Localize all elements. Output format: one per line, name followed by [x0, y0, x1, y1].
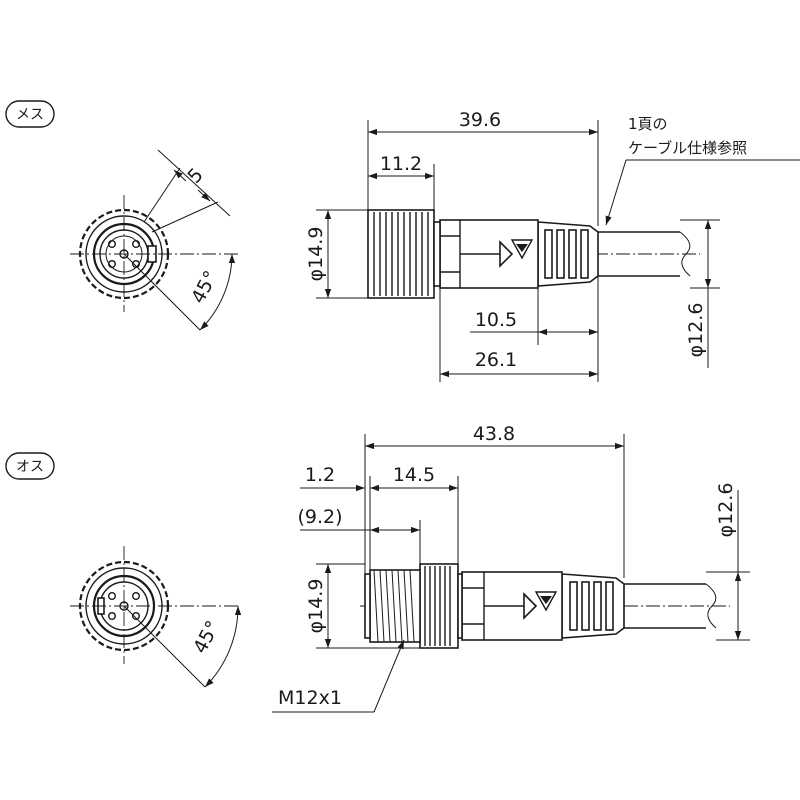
male-angle-dim: 45° [189, 617, 224, 657]
female-dimensions: 39.6 11.2 φ14.9 φ12.6 10.5 26. [305, 109, 800, 382]
male-thread-length-dim: (9.2) [297, 506, 342, 528]
female-flat-dim: 5 [183, 164, 207, 188]
male-tag: オス [5, 452, 55, 480]
female-front-view: 5 45° [70, 149, 240, 331]
male-thread-spec: M12x1 [278, 687, 342, 709]
male-overall-dim: 43.8 [473, 423, 515, 445]
female-overall-dim: 39.6 [459, 109, 501, 131]
female-side-view [367, 209, 700, 299]
male-tag-label: オス [16, 459, 44, 475]
female-cable-diameter: φ12.6 [685, 303, 707, 358]
female-tag-label: メス [16, 107, 44, 123]
female-angle-dim: 45° [187, 267, 222, 307]
male-section: オス 45° [5, 423, 750, 713]
male-front-view: 45° [70, 546, 242, 688]
female-section: メス 5 45° [5, 100, 800, 382]
female-nut-dim: 11.2 [380, 153, 422, 175]
female-note-line2: ケーブル仕様参照 [628, 139, 747, 157]
male-nut-diameter: φ14.9 [305, 579, 327, 634]
female-tag: メス [5, 100, 55, 128]
female-body-dim: 26.1 [475, 349, 517, 371]
male-nut-dim: 14.5 [393, 464, 435, 486]
female-note-line1: 1頁の [628, 115, 668, 133]
male-dimensions: 43.8 1.2 14.5 (9.2) φ14.9 φ12.6 [272, 423, 750, 713]
male-gap-dim: 1.2 [305, 464, 335, 486]
female-nut-diameter: φ14.9 [305, 227, 327, 282]
male-cable-diameter: φ12.6 [715, 483, 737, 538]
female-boot-dim: 10.5 [475, 309, 517, 331]
male-side-view [360, 563, 730, 649]
